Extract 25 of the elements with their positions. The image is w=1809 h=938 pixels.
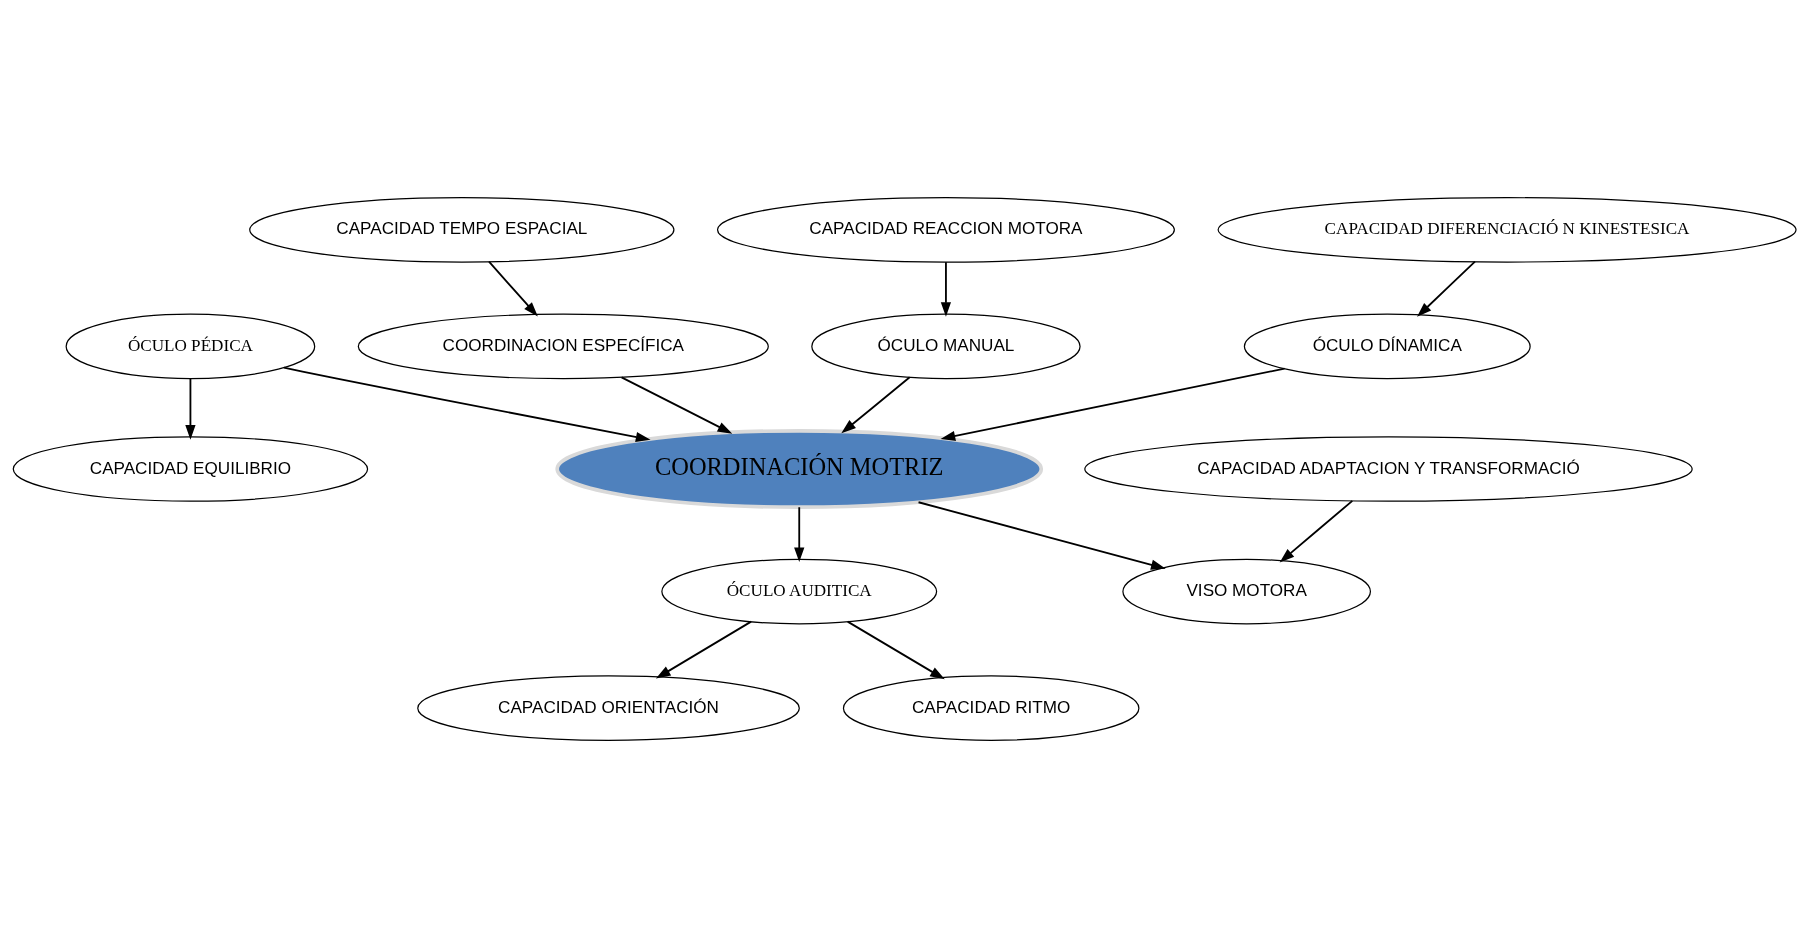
- arrow: [841, 376, 911, 434]
- arrow: [185, 377, 196, 440]
- node-ellipse: COORDINACION ESPECÍFICA: [357, 313, 769, 380]
- node-ellipse: ÓCULO PÉDICA: [65, 313, 316, 380]
- arrow: [846, 620, 945, 680]
- arrow: [282, 366, 651, 443]
- arrow: [1279, 499, 1354, 563]
- node-ellipse: CAPACIDAD ORIENTACIÓN: [417, 675, 800, 741]
- node-ellipse: CAPACIDAD EQUILIBRIO: [12, 436, 369, 502]
- arrow: [655, 620, 753, 679]
- arrow: [940, 367, 1286, 441]
- node-ellipse: ÓCULO MANUAL: [811, 313, 1081, 380]
- node-ellipse: CAPACIDAD TEMPO ESPACIAL: [249, 197, 675, 263]
- node-ellipse: CAPACIDAD REACCION MOTORA: [716, 197, 1175, 263]
- node-ellipse: CAPACIDAD ADAPTACION Y TRANSFORMACIÓ: [1084, 436, 1693, 502]
- node-ellipse: CAPACIDAD DIFERENCIACIÓ N KINESTESICA: [1217, 197, 1797, 263]
- node-ellipse: ÓCULO AUDITICA: [661, 558, 938, 625]
- arrow: [488, 260, 538, 317]
- node-ellipse: ÓCULO DÍNAMICA: [1243, 313, 1531, 380]
- node-ellipse: CAPACIDAD RITMO: [842, 675, 1140, 741]
- arrow: [1417, 260, 1476, 317]
- arrow: [940, 261, 952, 317]
- arrow: [794, 506, 805, 563]
- arrow: [620, 376, 733, 434]
- arrow: [917, 501, 1166, 570]
